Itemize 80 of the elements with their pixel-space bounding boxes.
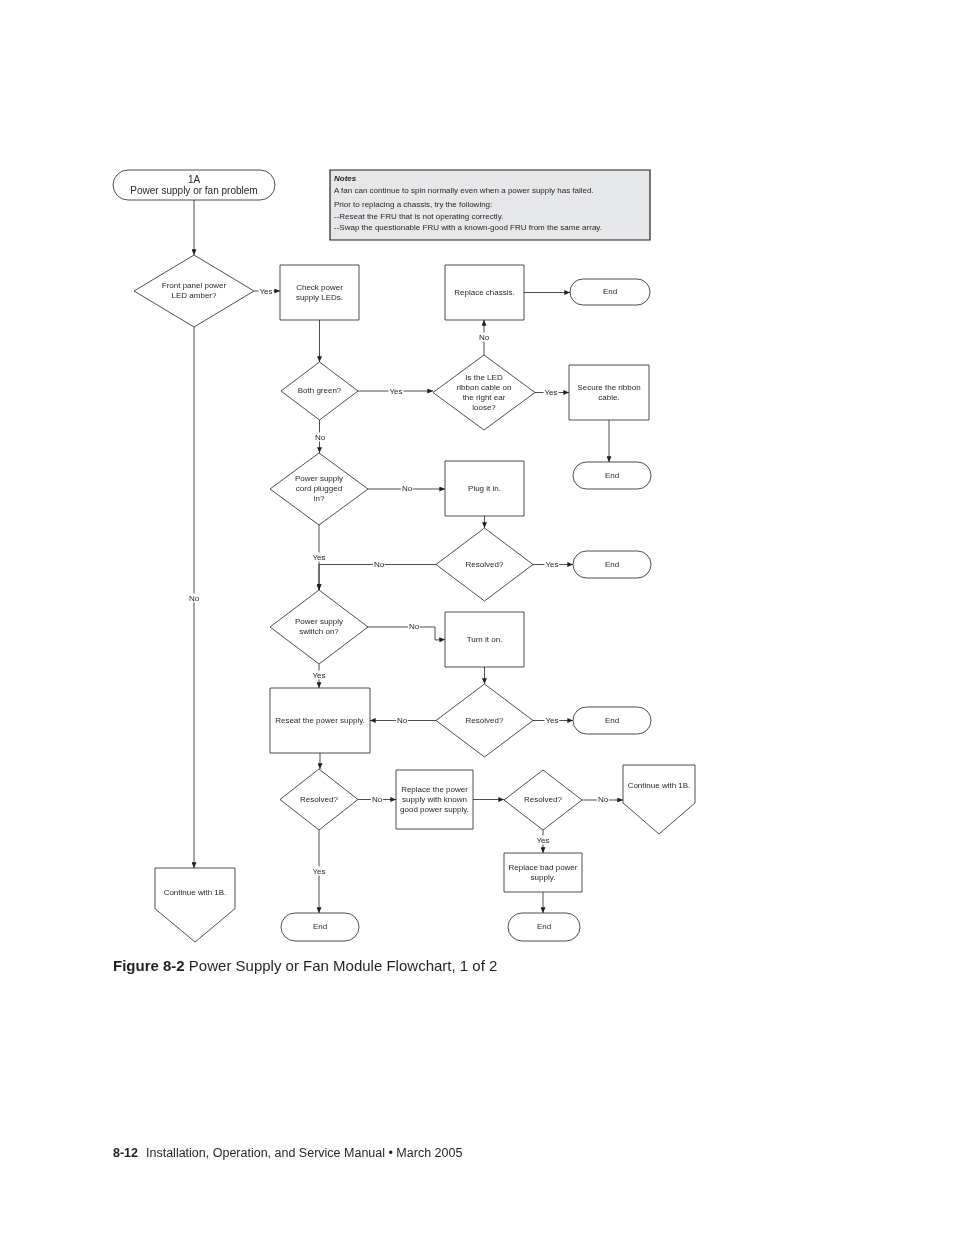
node-label: End bbox=[311, 922, 329, 932]
edge-label: Yes bbox=[544, 715, 560, 725]
figure-title: Figure 8-2 Power Supply or Fan Module Flowchart, 1 of 2 bbox=[113, 957, 498, 974]
edge-label: No bbox=[596, 794, 610, 804]
node-label: Replace bad power supply. bbox=[507, 862, 579, 883]
process-box bbox=[270, 688, 370, 753]
process-box bbox=[569, 365, 649, 420]
edge-label: Yes bbox=[535, 835, 551, 845]
edge-label: Yes bbox=[311, 552, 327, 562]
note-text: Prior to replacing a chassis, try the following: bbox=[334, 200, 493, 210]
edge-label: Yes bbox=[311, 866, 327, 876]
decision-diamond bbox=[436, 528, 533, 601]
edge-label: No bbox=[395, 715, 409, 725]
node-label: End bbox=[603, 715, 621, 726]
decision-diamond bbox=[281, 362, 358, 420]
end-terminal bbox=[573, 707, 651, 734]
decision-diamond bbox=[436, 684, 533, 757]
end-terminal bbox=[281, 913, 359, 941]
note-text: --Swap the questionable FRU with a known-good FRU from the same array. bbox=[334, 223, 602, 233]
node-label: End bbox=[535, 922, 553, 932]
node-label: Both green? bbox=[296, 386, 343, 396]
process-box bbox=[445, 612, 524, 667]
node-label: Resolved? bbox=[464, 715, 505, 726]
edge-label: No bbox=[400, 483, 414, 493]
process-box bbox=[280, 265, 359, 320]
edge-label: No bbox=[407, 621, 421, 631]
edge-label: Yes bbox=[311, 670, 327, 680]
node-label: Power supply swiitch on? bbox=[294, 617, 344, 637]
note-heading: Notes bbox=[334, 174, 357, 184]
node-label: Plug it in. bbox=[467, 483, 502, 494]
off-page-connector bbox=[623, 765, 695, 834]
process-box bbox=[445, 461, 524, 516]
node-label: End bbox=[603, 470, 621, 481]
process-box bbox=[504, 853, 582, 892]
start-label: Power supply or fan problem bbox=[129, 185, 259, 196]
footer-text: Installation, Operation, and Service Manual • March 2005 bbox=[146, 1146, 463, 1160]
decision-diamond bbox=[270, 453, 368, 525]
end-terminal bbox=[573, 462, 651, 489]
node-label: Power supply cord plugged in? bbox=[294, 474, 344, 504]
page-number: 8-12 bbox=[113, 1146, 139, 1160]
edge-label: No bbox=[372, 559, 386, 569]
decision-diamond bbox=[504, 770, 582, 830]
node-label: Replace chassis. bbox=[453, 287, 516, 298]
off-page-connector bbox=[155, 868, 235, 942]
note-text: A fan can continue to spin normally even when a power supply has failed. bbox=[334, 185, 594, 196]
node-label: Is the LED ribbon cable on the right ear loose? bbox=[455, 372, 513, 413]
connector-id: 1A bbox=[186, 174, 202, 185]
notes-panel bbox=[330, 170, 650, 240]
end-terminal bbox=[508, 913, 580, 941]
edge-label: Yes bbox=[543, 387, 559, 397]
end-terminal bbox=[573, 551, 651, 578]
decision-diamond bbox=[270, 590, 368, 664]
edge-label: No bbox=[187, 593, 201, 603]
process-box bbox=[396, 770, 473, 829]
node-label: Check power supply LEDs. bbox=[294, 282, 345, 303]
node-label: Secure the ribbon cable. bbox=[576, 382, 642, 403]
edge-label: Yes bbox=[388, 386, 404, 396]
note-text: --Reseat the FRU that is not operating correctly. bbox=[334, 211, 504, 222]
node-label: Continue with 1B. bbox=[162, 888, 228, 898]
node-label: Resolved? bbox=[464, 559, 505, 570]
node-label: Resolved? bbox=[523, 795, 563, 805]
edge-label: Yes bbox=[544, 559, 560, 569]
node-label: Reseat the power supply. bbox=[274, 715, 366, 726]
node-label: Continue with 1B. bbox=[626, 781, 692, 791]
edge-label: Yes bbox=[258, 286, 274, 296]
edge-label: No bbox=[370, 794, 384, 804]
decision-diamond bbox=[280, 769, 358, 830]
decision-diamond bbox=[433, 355, 535, 430]
start-terminal bbox=[113, 170, 275, 200]
node-label: Replace the power supply with known good power supply. bbox=[399, 784, 470, 815]
process-box bbox=[445, 265, 524, 320]
node-label: End bbox=[603, 559, 621, 570]
end-terminal bbox=[570, 279, 650, 305]
edge-label: No bbox=[477, 332, 491, 342]
node-label: Resolved? bbox=[299, 794, 339, 805]
decision-diamond bbox=[134, 255, 254, 327]
node-label: Turn it on. bbox=[465, 634, 504, 645]
edge-label: No bbox=[313, 432, 327, 442]
node-label: End bbox=[601, 287, 619, 297]
node-label: Front panel power LED amber? bbox=[160, 281, 228, 301]
